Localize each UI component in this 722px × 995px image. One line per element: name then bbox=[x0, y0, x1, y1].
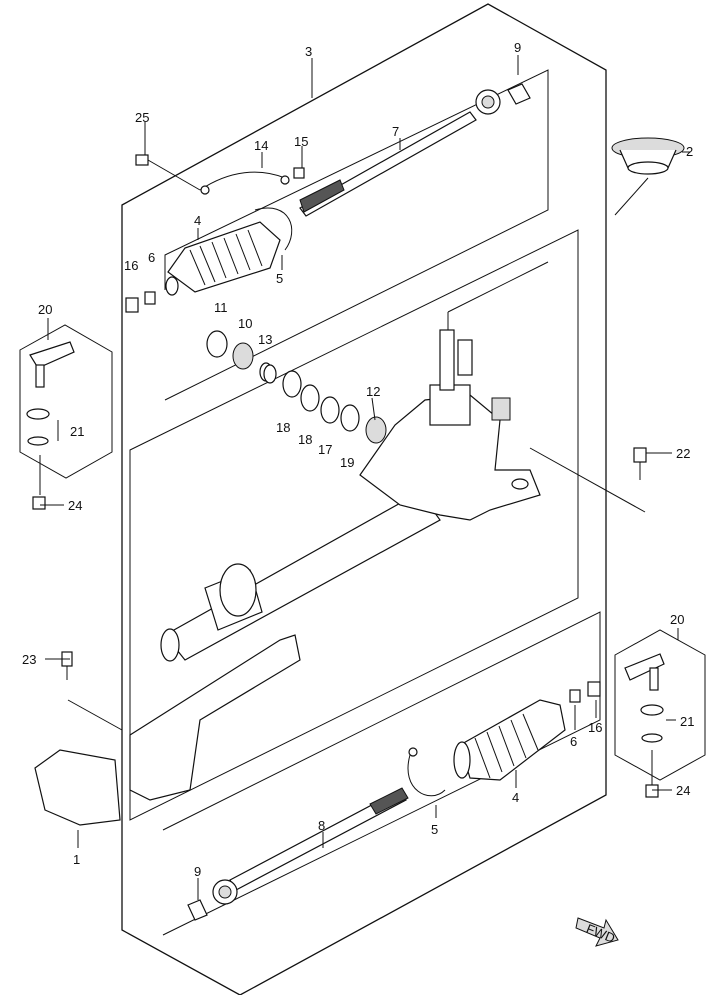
label-22: 22 bbox=[676, 446, 690, 461]
label-4-upper: 4 bbox=[194, 213, 201, 228]
label-3: 3 bbox=[305, 44, 312, 59]
tie-rod-end-right bbox=[614, 629, 706, 798]
lock-nut-lower bbox=[587, 681, 601, 697]
bolt-22 bbox=[633, 447, 647, 463]
label-24-left: 24 bbox=[68, 498, 82, 513]
label-5-upper: 5 bbox=[276, 271, 283, 286]
label-23: 23 bbox=[22, 652, 36, 667]
label-10: 10 bbox=[238, 316, 252, 331]
wire-clamp bbox=[135, 154, 305, 195]
plug-18a bbox=[282, 370, 302, 398]
label-13: 13 bbox=[258, 332, 272, 347]
plug-18b bbox=[300, 384, 320, 412]
label-8: 8 bbox=[318, 818, 325, 833]
lock-washer-lower bbox=[569, 689, 581, 703]
label-2: 2 bbox=[686, 144, 693, 159]
tie-rod-end-left bbox=[19, 324, 113, 510]
ring-11 bbox=[206, 330, 228, 358]
upper-frame bbox=[164, 69, 549, 401]
label-4-lower: 4 bbox=[512, 790, 519, 805]
fwd-arrow-icon: FWD bbox=[575, 917, 619, 947]
leader-lines bbox=[40, 55, 679, 900]
label-18-a: 18 bbox=[276, 420, 290, 435]
label-20-left: 20 bbox=[38, 302, 52, 317]
label-18-b: 18 bbox=[298, 432, 312, 447]
mount-insulator bbox=[611, 137, 690, 216]
lock-washer-upper bbox=[144, 291, 156, 305]
tie-rod-lower bbox=[187, 787, 409, 921]
label-9-upper: 9 bbox=[514, 40, 521, 55]
label-24-right: 24 bbox=[676, 783, 690, 798]
spring-13 bbox=[259, 362, 277, 384]
label-5-lower: 5 bbox=[431, 822, 438, 837]
label-6-lower: 6 bbox=[570, 734, 577, 749]
label-7: 7 bbox=[392, 124, 399, 139]
tie-rod-upper bbox=[299, 83, 531, 217]
boot-lower bbox=[407, 699, 566, 797]
bracket bbox=[34, 634, 301, 826]
label-21-left: 21 bbox=[70, 424, 84, 439]
boot-upper bbox=[165, 207, 293, 296]
label-16-upper: 16 bbox=[124, 258, 138, 273]
rack-bush-10 bbox=[232, 342, 254, 370]
label-15: 15 bbox=[294, 134, 308, 149]
label-9-lower: 9 bbox=[194, 864, 201, 879]
assembly-outline bbox=[121, 3, 607, 995]
label-12: 12 bbox=[366, 384, 380, 399]
label-6-upper: 6 bbox=[148, 250, 155, 265]
label-16-lower: 16 bbox=[588, 720, 602, 735]
middle-frame bbox=[129, 229, 579, 821]
label-14: 14 bbox=[254, 138, 268, 153]
label-17: 17 bbox=[318, 442, 332, 457]
ring-19 bbox=[340, 404, 360, 432]
label-20-right: 20 bbox=[670, 612, 684, 627]
lower-frame bbox=[162, 611, 601, 936]
gear-housing bbox=[160, 261, 549, 662]
label-21-right: 21 bbox=[680, 714, 694, 729]
label-11: 11 bbox=[214, 300, 228, 315]
label-19: 19 bbox=[340, 455, 354, 470]
spring-17 bbox=[320, 396, 340, 424]
label-25: 25 bbox=[135, 110, 149, 125]
label-1: 1 bbox=[73, 852, 80, 867]
lock-nut-upper bbox=[125, 297, 139, 313]
yoke-12 bbox=[365, 416, 387, 444]
